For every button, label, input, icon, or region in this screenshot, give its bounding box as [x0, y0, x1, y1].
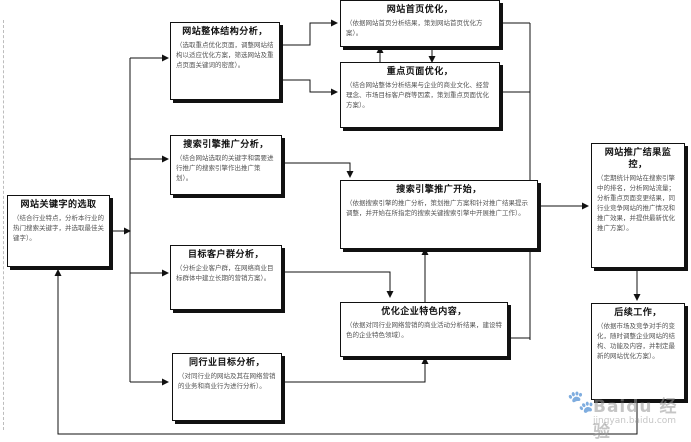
feature-content-desc: （依据对同行业网络营销的商业活动分析结果，建设特色的企业特色领域）。	[346, 321, 502, 339]
target-customer-analysis-desc: （分析企业客户群，在网络商业目标群体中建立长期的营销方案）。	[176, 264, 274, 282]
search-engine-analysis-desc: （结合网站选取的关键字和需要进行推广的搜索引擎作出推广策划）。	[176, 154, 274, 182]
keyword-selection-title: 网站关键字的选取	[20, 200, 97, 210]
key-pages-optimization-title: 重点页面优化，	[386, 67, 454, 77]
watermark-url: jingyan.baidu.com	[593, 416, 677, 426]
target-customer-analysis-title: 目标客户群分析，	[187, 250, 264, 260]
edge-seanalysis-sestart	[282, 162, 354, 178]
search-engine-start-title: 搜索引擎推广开始，	[396, 185, 482, 195]
peer-industry-analysis-desc: （对同行业的网站及其在网络营销的业务和商业行为进行分析）。	[178, 372, 276, 390]
structure-analysis-desc: （选取重点优化页面，调整网站结构以适应优化方案，筛选网站及重点页面关键词的密度）…	[176, 41, 274, 69]
promotion-monitoring-desc: （定期统计网站在搜索引擎中的排名，分析网站流量；分析重点页面变更结果，同行业竞争…	[597, 174, 675, 232]
key-pages-optimization-box: 重点页面优化， （结合网站整体分析结果与企业的商业文化、经营理念、市场目标客户群…	[340, 62, 500, 128]
followup-work-desc: （依据市场及竞争对手的变化，随时调整企业网站的结构、功能及内容，并制定最新的网站…	[597, 322, 675, 360]
paw-logo-icon: 🐾	[567, 390, 595, 415]
homepage-optimization-box: 网站首页优化， （依据网站首页分析结果，策划网站首页优化方案）。	[340, 0, 500, 47]
homepage-optimization-desc: （依据网站首页分析结果，策划网站首页优化方案）。	[346, 19, 483, 37]
search-engine-start-box: 搜索引擎推广开始， （依据搜索引擎的推广分析，策划推广方案和针对推广结果提示调整…	[340, 180, 538, 249]
edge-target-content	[282, 271, 394, 298]
edge-structure-homepage	[280, 19, 338, 46]
edge-peer-content	[282, 357, 429, 383]
search-engine-analysis-box: 搜索引擎推广分析， （结合网站选取的关键字和需要进行推广的搜索引擎作出推广策划）…	[170, 135, 282, 195]
structure-analysis-box: 网站整体结构分析， （选取重点优化页面，调整网站结构以适应优化方案，筛选网站及重…	[170, 22, 280, 100]
edge-followup-feedback	[54, 269, 638, 435]
baidu-jingyan-watermark: 🐾 Baidu 经验 jingyan.baidu.com	[565, 390, 685, 442]
peer-industry-analysis-title: 同行业目标分析，	[188, 358, 265, 368]
watermark-brand: Baidu 经验	[593, 397, 678, 442]
target-customer-analysis-box: 目标客户群分析， （分析企业客户群，在网络商业目标群体中建立长期的营销方案）。	[170, 245, 282, 310]
peer-industry-analysis-box: 同行业目标分析， （对同行业的网站及其在网络营销的业务和商业行为进行分析）。	[172, 353, 282, 421]
followup-work-title: 后续工作，	[614, 308, 662, 318]
edge-structure-keypages	[280, 79, 338, 96]
page-margin-guide	[3, 20, 4, 430]
promotion-monitoring-box: 网站推广结果监控， （定期统计网站在搜索引擎中的排名，分析网站流量；分析重点页面…	[591, 143, 685, 268]
promotion-monitoring-title: 网站推广结果监控，	[604, 148, 672, 170]
search-engine-start-desc: （依据搜索引擎的推广分析，策划推广方案和针对推广结果提示调整，并开始在所指定的搜…	[346, 199, 528, 217]
keyword-selection-box: 网站关键字的选取 （结合行业特点，分析本行业的热门搜索关键字，并选取最佳关键字）…	[7, 195, 110, 267]
followup-work-box: 后续工作， （依据市场及竞争对手的变化，随时调整企业网站的结构、功能及内容，并制…	[591, 303, 685, 400]
structure-analysis-title: 网站整体结构分析，	[182, 27, 268, 37]
homepage-optimization-title: 网站首页优化，	[386, 5, 454, 15]
key-pages-optimization-desc: （结合网站整体分析结果与企业的商业文化、经营理念、市场目标客户群等因素，策划重点…	[346, 81, 489, 109]
search-engine-analysis-title: 搜索引擎推广分析，	[183, 140, 269, 150]
feature-content-title: 优化企业特色内容，	[381, 307, 467, 317]
keyword-selection-desc: （结合行业特点，分析本行业的热门搜索关键字，并选取最佳关键字）。	[13, 214, 104, 242]
feature-content-box: 优化企业特色内容， （依据对同行业网络营销的商业活动分析结果，建设特色的企业特色…	[340, 302, 508, 357]
